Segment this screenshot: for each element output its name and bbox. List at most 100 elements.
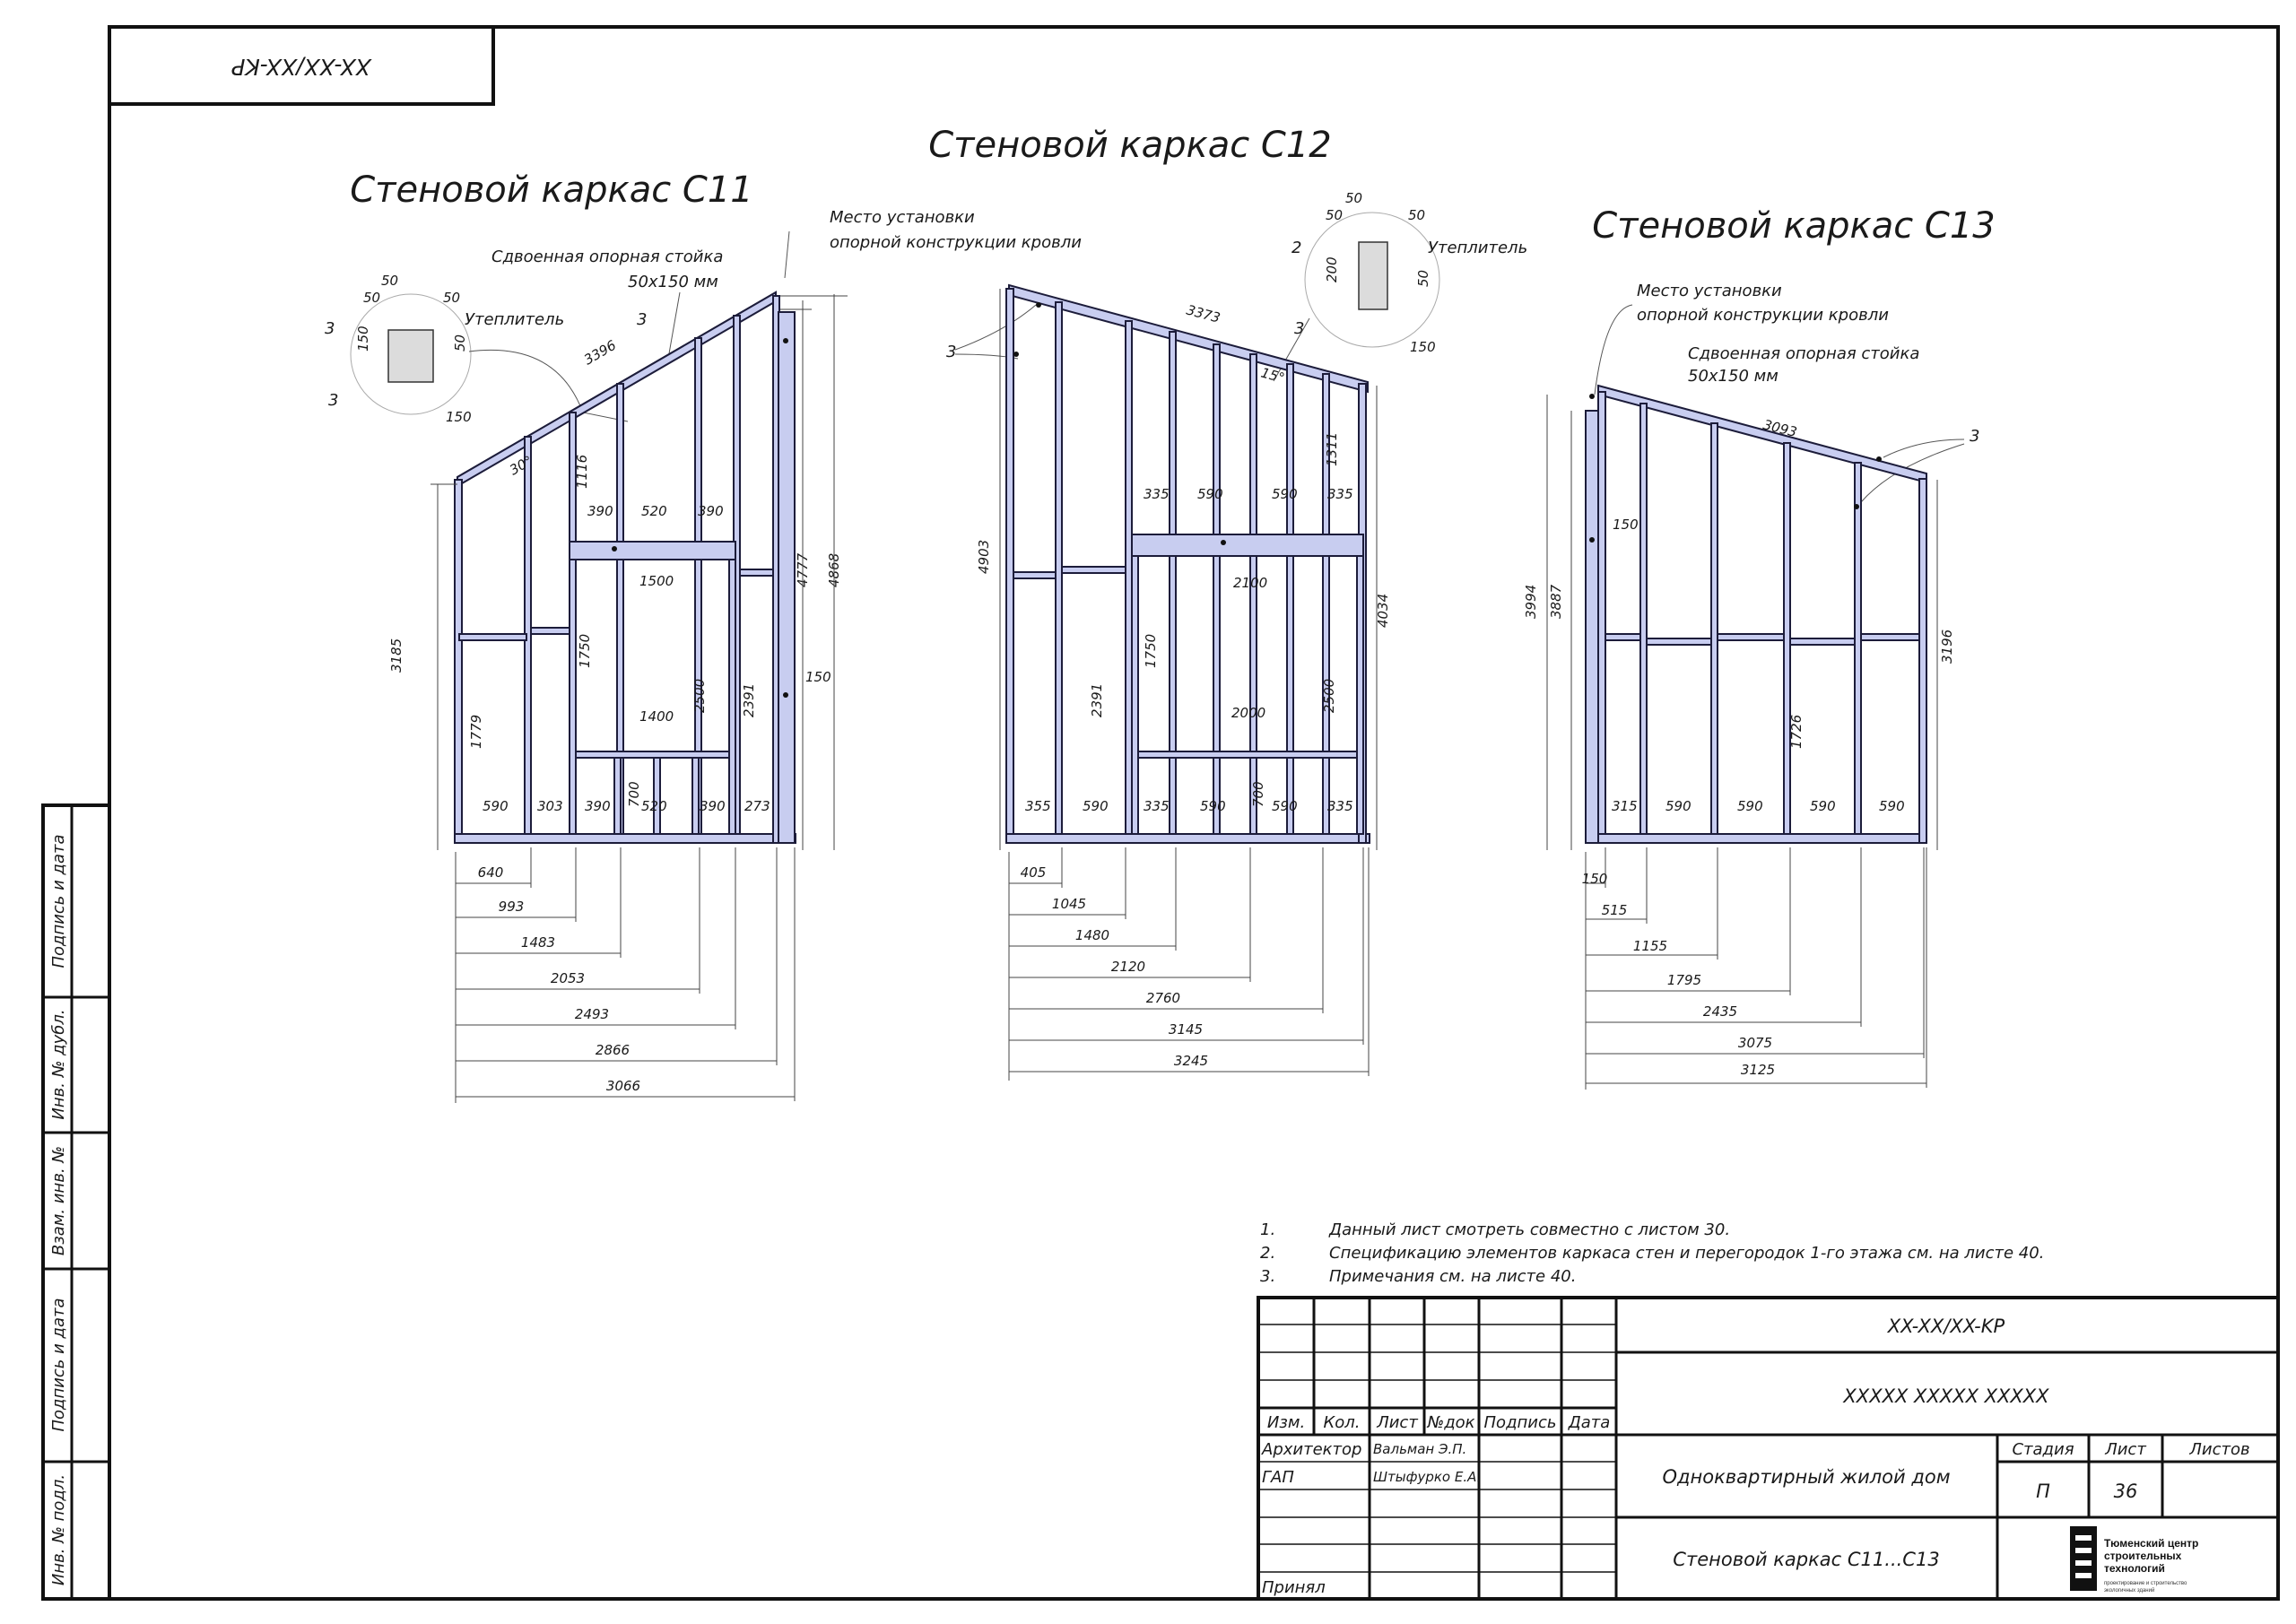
c11-dim-1116: 1116 [574,455,590,489]
tb-sheet-title: Стеновой каркас С11...С13 [1673,1549,1939,1570]
c11-bottom-2: 303 [537,798,563,814]
tb-stage-label: Стадия [2012,1440,2074,1459]
side-label-sign-date-2: Подпись и дата [49,1298,68,1431]
notes: 1. Данный лист смотреть совместно с лист… [1260,1220,2044,1286]
tb-col-kol: Кол. [1323,1413,1360,1432]
side-label-replace-inv: Взам. инв. № [49,1146,68,1255]
side-label-inv-dup: Инв. № дубл. [49,1009,68,1119]
org-name-3: технологий [2104,1562,2165,1575]
org-sub-2: экологичных зданий [2104,1587,2154,1594]
c12-detail-dim-5: 50 [1415,270,1431,287]
c13-bottom-2: 590 [1665,798,1692,814]
c11-dim-2500: 2500 [691,679,708,713]
c12-dim-335a: 335 [1144,486,1170,502]
tb-stage: П [2036,1481,2050,1502]
c11-ref-1: 3 [325,319,335,338]
tb-code: XX-XX/XX-KP [1887,1316,2005,1337]
drawing-frame [108,25,2280,1601]
c11-run-7: 3066 [606,1078,640,1094]
c12-insulation-label: Утеплитель [1428,239,1527,257]
c12-dim-2500: 2500 [1321,679,1337,713]
c12-slope: 3373 [1185,301,1222,326]
c13-ref: 3 [1970,427,1979,446]
c13-note-roof-2: опорной конструкции кровли [1637,306,1889,325]
c12-bottom-4: 590 [1200,798,1226,814]
c13-dim-3887: 3887 [1548,584,1564,619]
note-3-num: 3. [1260,1267,1275,1286]
c13-run-3: 1155 [1633,938,1667,954]
tb-name-1: Вальман Э.П. [1373,1441,1466,1457]
c11-run-6: 2866 [596,1042,630,1058]
c13-note-post-1: Сдвоенная опорная стойка [1688,344,1919,363]
c12-ref-2: 2 [1292,239,1301,257]
side-label-sign-date-1: Подпись и дата [49,834,68,968]
c13-dim-150: 150 [1613,517,1639,533]
c13-bottom-3: 590 [1737,798,1763,814]
tb-role-2: ГАП [1262,1468,1294,1487]
c11-slope: 3396 [581,337,619,369]
tb-sheet: 36 [2114,1481,2138,1502]
c11-bottom-5: 390 [700,798,726,814]
c13-dim-3196: 3196 [1939,630,1955,664]
c13-run-4: 1795 [1667,972,1701,988]
c12-dim-590b: 590 [1272,486,1298,502]
wall-frame-c11: Место установки опорной конструкции кров… [325,208,1082,1103]
c12-detail-dim-1: 50 [1345,190,1362,206]
c11-dim-390a: 390 [587,503,613,519]
c12-detail-dim-6: 150 [1410,339,1436,355]
c11-run-2: 993 [499,899,525,915]
c12-run-2: 1045 [1052,896,1086,912]
c13-run-2: 515 [1602,902,1628,918]
tb-name-2: Штыфурко Е.А. [1373,1469,1481,1485]
c11-run-4: 2053 [551,970,585,986]
c11-ref-3: 3 [637,310,647,329]
org-name-2: строительных [2104,1550,2182,1562]
c13-run-5: 2435 [1703,1003,1737,1020]
note-3-text: Примечания см. на листе 40. [1329,1267,1576,1286]
c13-run-7: 3125 [1741,1062,1775,1078]
c11-bottom-6: 273 [744,798,770,814]
note-2-num: 2. [1260,1244,1275,1263]
company-logo: Тюменский центр строительных технологий … [2070,1526,2198,1594]
c11-detail-dim-2: 50 [363,290,380,306]
wall-frame-c13: Место установки опорной конструкции кров… [1523,282,1979,1090]
c12-bottom-2: 590 [1083,798,1109,814]
c12-dim-2000: 2000 [1231,705,1265,721]
c13-bottom-4: 590 [1810,798,1836,814]
c11-run-5: 2493 [575,1006,609,1022]
c11-dim-1400: 1400 [639,708,674,725]
c13-bottom-1: 315 [1612,798,1638,814]
c13-run-6: 3075 [1738,1035,1772,1051]
c12-run-3: 1480 [1075,927,1109,943]
tb-sheets-label: Листов [2188,1440,2249,1459]
c12-detail-dim-4: 200 [1324,256,1340,282]
c12-dim-2391: 2391 [1089,683,1105,717]
tb-accepted: Принял [1262,1578,1326,1597]
c12-run-5: 2760 [1146,990,1180,1006]
c11-dim-520: 520 [641,503,667,519]
c12-dim-4903: 4903 [976,540,992,574]
tb-col-izm: Изм. [1267,1413,1305,1432]
tb-role-1: Архитектор [1261,1440,1361,1459]
org-sub-1: проектирование и строительство [2104,1581,2187,1586]
c11-detail-dim-6: 150 [446,409,472,425]
wall-frame-c12: Утеплитель 2 3 3 50 50 50 200 50 150 [946,190,1527,1081]
c11-dim-2391: 2391 [741,683,757,717]
c12-run-1: 405 [1021,864,1047,881]
top-stamp-code: XX-XX/XX-KP [230,54,372,80]
c11-dim-3185: 3185 [388,638,404,673]
c12-dim-590a: 590 [1197,486,1223,502]
c12-run-7: 3245 [1174,1053,1208,1069]
c11-detail-dim-4: 150 [355,326,371,352]
c12-bottom-5: 590 [1272,798,1298,814]
title-c13: Стеновой каркас С13 [1592,205,1996,247]
c11-bottom-4: 520 [641,798,667,814]
c11-dim-1500: 1500 [639,573,674,589]
c12-dim-4034: 4034 [1375,594,1391,628]
c11-dim-390b: 390 [698,503,724,519]
c12-run-6: 3145 [1169,1021,1203,1038]
tb-col-sign: Подпись [1484,1413,1557,1432]
c12-dim-700: 700 [1250,781,1266,807]
c11-note-post-1: Сдвоенная опорная стойка [491,248,723,266]
c12-detail-dim-2: 50 [1326,207,1343,223]
